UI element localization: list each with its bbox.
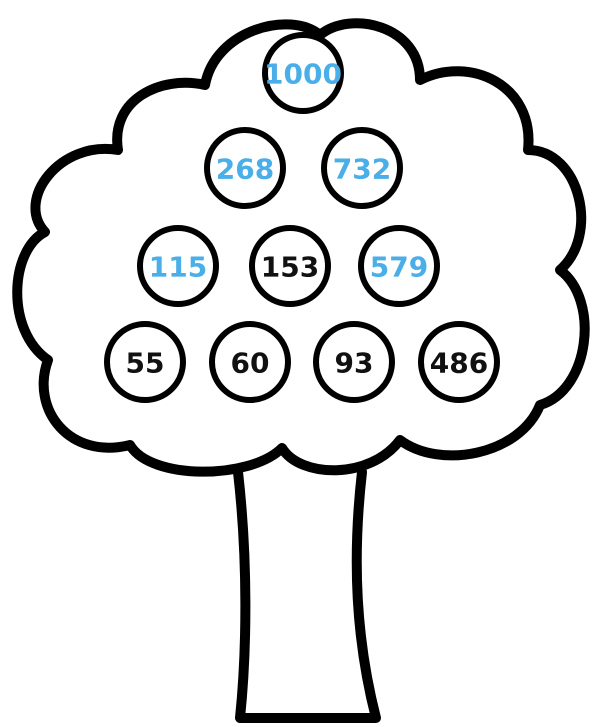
node-value: 60	[231, 347, 270, 380]
tree-node: 732	[324, 130, 400, 206]
node-value: 55	[126, 347, 165, 380]
tree-node: 60	[212, 324, 288, 400]
node-value: 579	[370, 251, 428, 284]
node-value: 1000	[264, 58, 342, 91]
tree-node: 153	[252, 228, 328, 304]
node-value: 153	[261, 251, 319, 284]
node-value: 268	[216, 153, 274, 186]
node-value: 732	[333, 153, 391, 186]
tree-node: 486	[421, 324, 497, 400]
tree-trunk	[238, 472, 376, 718]
node-value: 115	[149, 251, 207, 284]
tree-node: 268	[207, 130, 283, 206]
tree-node: 115	[140, 228, 216, 304]
tree-node: 1000	[264, 35, 342, 111]
node-value: 93	[335, 347, 374, 380]
tree-node: 93	[316, 324, 392, 400]
node-value: 486	[430, 347, 488, 380]
tree-node: 579	[361, 228, 437, 304]
tree-node: 55	[107, 324, 183, 400]
